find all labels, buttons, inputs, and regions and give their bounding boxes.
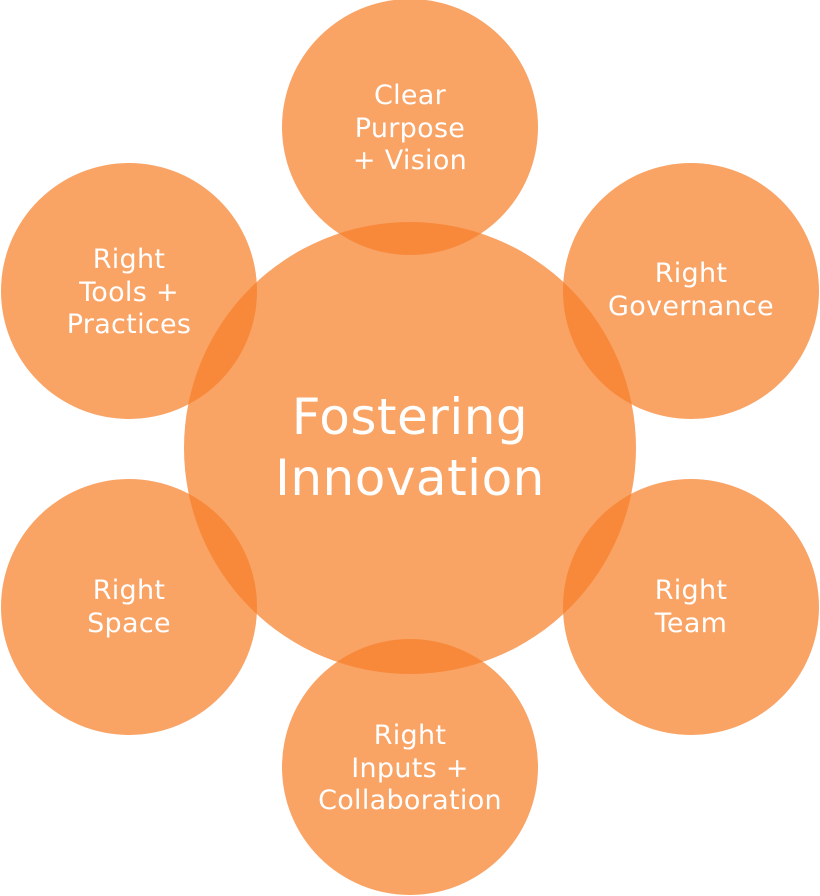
node-circle-right-team (563, 479, 819, 735)
center-circle (184, 222, 636, 674)
node-circle-clear-purpose-vision (282, 0, 538, 255)
node-circle-right-governance (563, 163, 819, 419)
node-circle-right-inputs-collaboration (282, 639, 538, 895)
node-circle-right-tools-practices (1, 163, 257, 419)
node-circle-right-space (1, 479, 257, 735)
